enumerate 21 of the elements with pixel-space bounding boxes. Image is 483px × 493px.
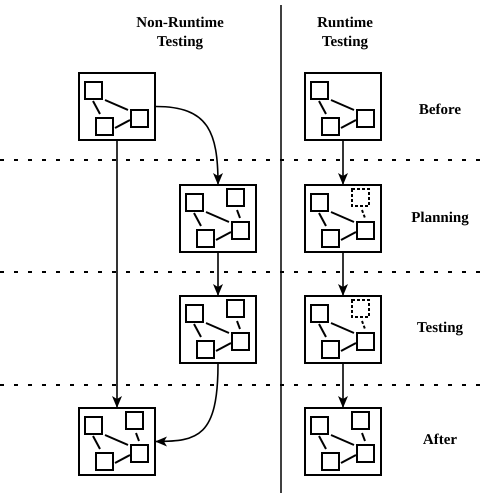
arrow xyxy=(338,141,348,185)
row-label: Planning xyxy=(410,209,470,228)
arrow xyxy=(338,364,348,408)
column-heading: Runtime Testing xyxy=(316,14,374,52)
arrow xyxy=(112,141,122,408)
row-label: After xyxy=(422,431,458,450)
arrow xyxy=(213,253,223,296)
arrow xyxy=(156,106,223,185)
graph-box xyxy=(304,72,382,141)
arrow xyxy=(155,364,219,446)
graph-box xyxy=(78,407,156,476)
graph-box xyxy=(304,184,382,253)
graph-box xyxy=(78,72,156,141)
column-heading: Non-Runtime Testing xyxy=(135,14,225,52)
graph-box xyxy=(304,407,382,476)
graph-box xyxy=(179,295,257,364)
graph-box xyxy=(304,295,382,364)
row-label: Before xyxy=(418,101,462,120)
row-label: Testing xyxy=(416,319,464,338)
arrow xyxy=(338,253,348,296)
graph-box xyxy=(179,184,257,253)
